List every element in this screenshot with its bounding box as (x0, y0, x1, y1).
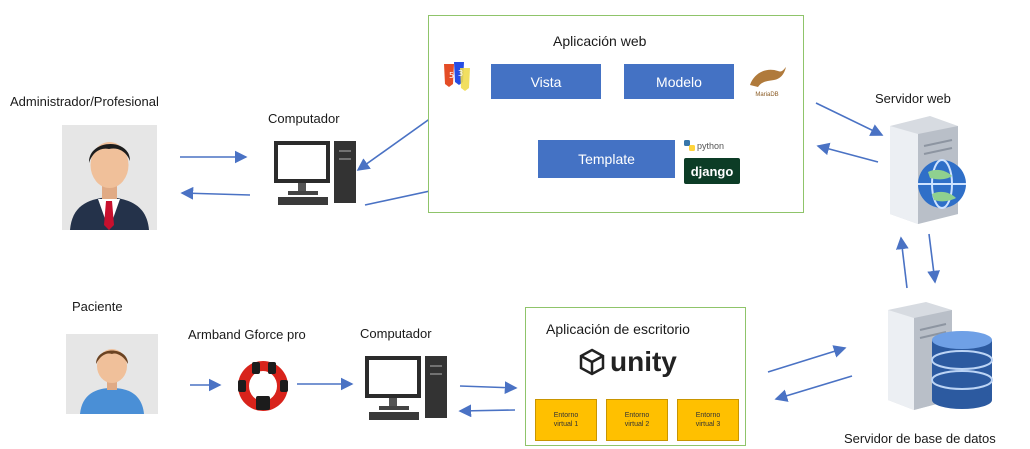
armband-label: Armband Gforce pro (188, 327, 306, 342)
arrow-computer-to-admin (180, 186, 251, 200)
desktop-computer-icon-top (270, 137, 360, 209)
patient-avatar-icon (66, 334, 158, 414)
patient-label: Paciente (72, 299, 123, 314)
web-app-title: Aplicación web (553, 33, 647, 49)
arrow-webserver-to-db (927, 233, 940, 284)
web-server-globe-icon (880, 114, 980, 224)
vista-box: Vista (491, 64, 601, 99)
arrow-desktop-to-db (767, 345, 847, 373)
virtual-env-1: Entorno virtual 1 (535, 399, 597, 441)
database-server-icon (880, 300, 1000, 412)
desktop-computer-icon-bottom (361, 352, 451, 424)
svg-text:3: 3 (458, 69, 463, 78)
arrow-desktop-to-computer (458, 404, 516, 418)
django-logo: django (684, 158, 740, 184)
mariadb-logo: MariaDB (744, 63, 790, 101)
virtual-env-1-label: Entorno virtual 1 (553, 412, 579, 428)
arrow-app-to-webserver (815, 102, 884, 136)
arrow-db-to-webserver (895, 236, 909, 289)
template-box: Template (538, 140, 675, 178)
computer-bottom-label: Computador (360, 326, 432, 341)
businessman-avatar-icon (62, 125, 157, 230)
mariadb-label: MariaDB (755, 92, 779, 98)
arrow-computer-to-desktop (459, 381, 518, 394)
desktop-app-title: Aplicación de escritorio (546, 321, 690, 337)
virtual-env-3-label: Entorno virtual 3 (695, 412, 721, 428)
armband-icon (234, 358, 292, 414)
python-logo: python (684, 140, 724, 151)
python-icon (684, 140, 695, 151)
python-label: python (697, 140, 725, 151)
modelo-label: Modelo (656, 73, 702, 90)
vista-label: Vista (530, 73, 562, 90)
virtual-env-2-label: Entorno virtual 2 (624, 412, 650, 428)
modelo-box: Modelo (624, 64, 734, 99)
html-css-js-icon: 5 3 (440, 58, 476, 94)
unity-icon (579, 348, 605, 376)
django-label: django (690, 163, 734, 179)
template-label: Template (578, 151, 635, 167)
admin-label: Administrador/Profesional (10, 94, 159, 109)
unity-label: unity (610, 346, 677, 377)
virtual-env-3: Entorno virtual 3 (677, 399, 739, 441)
web-server-label: Servidor web (875, 91, 951, 106)
arrow-webserver-to-app (816, 142, 879, 163)
web-app-panel (428, 15, 804, 213)
db-server-label: Servidor de base de datos (844, 431, 996, 446)
arrow-db-to-desktop (774, 375, 853, 402)
computer-top-label: Computador (268, 111, 340, 126)
svg-text:5: 5 (449, 71, 454, 80)
unity-logo: unity (578, 346, 677, 378)
virtual-env-2: Entorno virtual 2 (606, 399, 668, 441)
